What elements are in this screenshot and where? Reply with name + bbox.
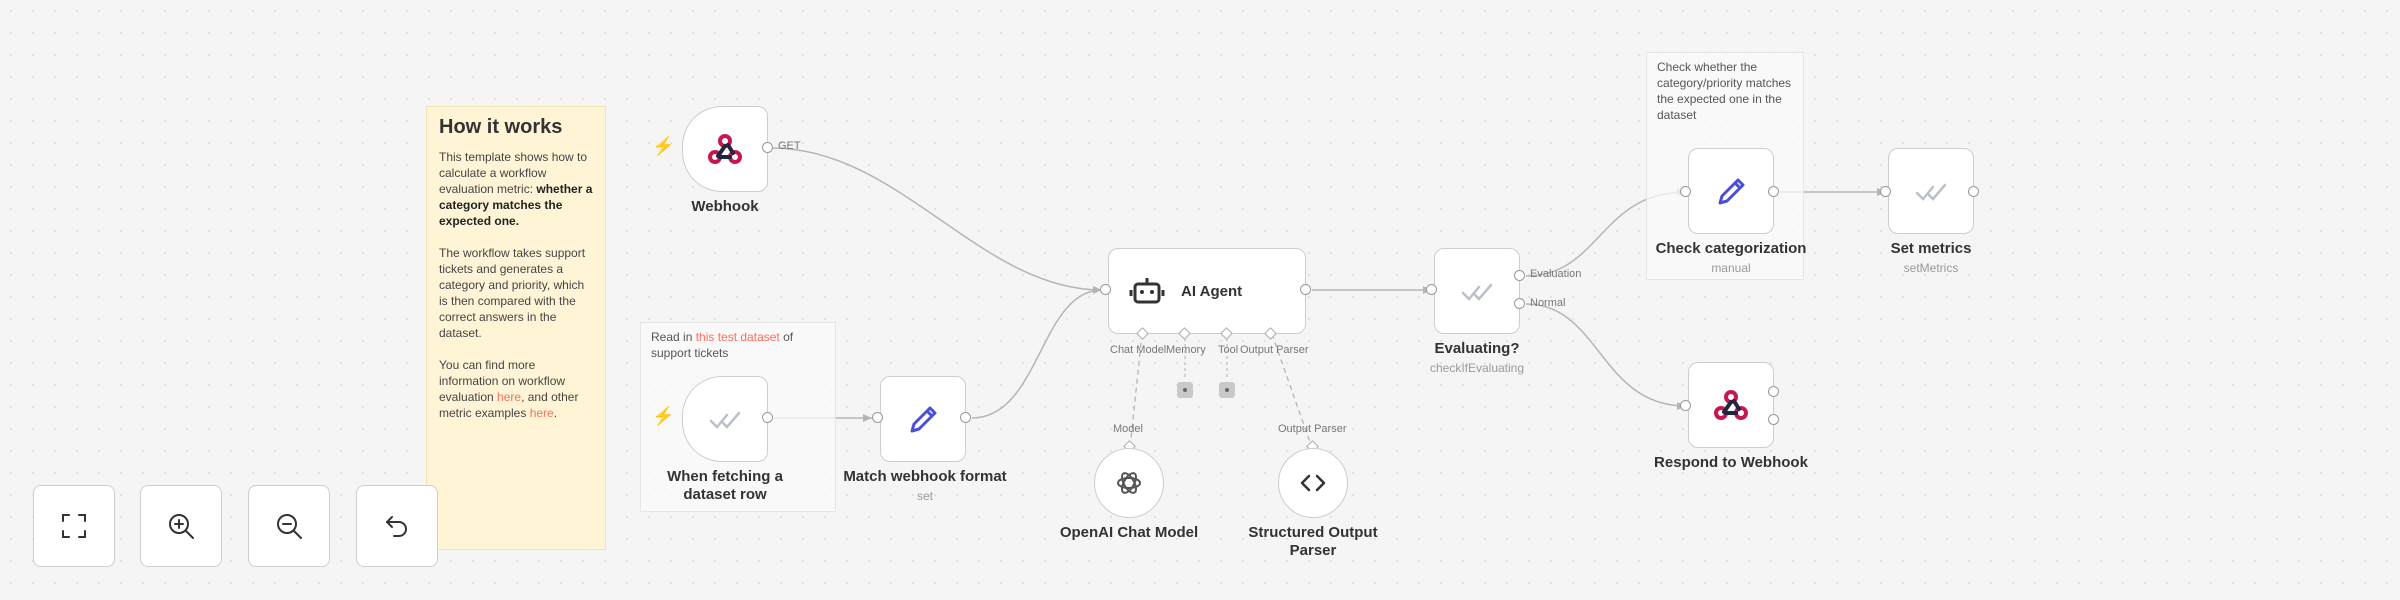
fit-view-button[interactable] (33, 485, 115, 567)
zoom-in-button[interactable] (140, 485, 222, 567)
reset-zoom-button[interactable] (356, 485, 438, 567)
match-input-port[interactable] (872, 412, 883, 423)
zoom-out-icon (277, 514, 302, 539)
fetch-dataset-node[interactable] (682, 376, 768, 462)
reset-zoom-icon (386, 516, 407, 537)
openai-port-label: Model (1113, 423, 1143, 435)
output-parser-port-label: Output Parser (1240, 344, 1309, 356)
add-memory-button[interactable] (1177, 382, 1193, 398)
metrics-sub: setMetrics (1903, 261, 1959, 275)
parser-port-label: Output Parser (1278, 423, 1347, 435)
code-brackets-icon (1300, 474, 1326, 492)
pencil-icon (910, 406, 937, 433)
chat-model-port-label: Chat Model (1110, 344, 1167, 356)
evaluating-label: Evaluating? (1434, 340, 1520, 357)
evaluating-sub: checkIfEvaluating (1429, 361, 1525, 375)
match-label: Match webhook format (843, 468, 1007, 485)
webhook-icon (708, 134, 742, 164)
metrics-input-port[interactable] (1880, 186, 1891, 197)
ai-agent-node[interactable]: AI Agent (1108, 248, 1306, 334)
note-title: How it works (439, 116, 563, 138)
fetch-output-port[interactable] (762, 412, 773, 423)
check-label: Check categorization (1655, 240, 1807, 257)
normal-output-label: Normal (1530, 297, 1566, 309)
note-paragraph-1: This template shows how to calculate a w… (439, 150, 593, 228)
edge-webhook-agent (771, 147, 1103, 291)
evaluation-output-port[interactable] (1514, 270, 1525, 281)
note-paragraph-3: You can find more information on workflo… (439, 358, 579, 420)
evaluation-check-icon (1915, 183, 1947, 201)
openai-label: OpenAI Chat Model (1059, 524, 1199, 541)
check-note[interactable]: Check whether the category/priority matc… (1646, 52, 1804, 280)
evaluation-check-icon (1461, 283, 1493, 301)
webhook-node[interactable] (682, 106, 768, 192)
fit-view-icon (62, 514, 86, 538)
zoom-in-icon (169, 514, 194, 539)
zoom-out-button[interactable] (248, 485, 330, 567)
dataset-note[interactable]: Read in this test dataset of support tic… (640, 322, 836, 512)
agent-output-port[interactable] (1300, 284, 1311, 295)
pencil-icon (1718, 178, 1745, 205)
check-sub: manual (1711, 261, 1751, 275)
parser-label: Structured Output Parser (1248, 524, 1378, 559)
openai-icon (1117, 472, 1141, 494)
tool-port-label: Tool (1218, 344, 1239, 356)
respond-label: Respond to Webhook (1654, 454, 1808, 471)
fetch-label: When fetching a dataset row (667, 468, 783, 503)
match-sub: set (916, 489, 933, 503)
webhook-icon (1714, 390, 1748, 420)
structured-parser-node[interactable] (1278, 448, 1348, 518)
match-webhook-node[interactable] (880, 376, 966, 462)
note-paragraph-2: The workflow takes support tickets and g… (439, 246, 586, 340)
ai-agent-label: AI Agent (1181, 282, 1243, 300)
evaluation-output-label: Evaluation (1530, 268, 1582, 280)
evaluation-check-icon (709, 411, 741, 429)
metrics-label: Set metrics (1890, 240, 1972, 257)
robot-icon (1129, 278, 1165, 304)
how-it-works-note[interactable]: How it works This template shows how to … (426, 106, 606, 550)
evaluation-docs-link[interactable]: here (497, 390, 522, 404)
evaluating-input-port[interactable] (1426, 284, 1437, 295)
trigger-bolt-icon: ⚡ (652, 406, 675, 426)
respond-output-port-1[interactable] (1768, 386, 1779, 397)
agent-input-port[interactable] (1100, 284, 1111, 295)
evaluating-node[interactable] (1434, 248, 1520, 334)
respond-input-port[interactable] (1680, 400, 1691, 411)
metric-examples-link[interactable]: here (529, 406, 554, 420)
edge-match-agent (971, 289, 1103, 419)
match-output-port[interactable] (960, 412, 971, 423)
add-tool-button[interactable] (1219, 382, 1235, 398)
webhook-label: Webhook (691, 198, 759, 215)
test-dataset-link[interactable]: this test dataset (695, 330, 780, 344)
trigger-bolt-icon: ⚡ (652, 136, 675, 156)
respond-webhook-node[interactable] (1688, 362, 1774, 448)
webhook-port-label: GET (778, 140, 801, 152)
sub-connector-lines (1184, 338, 1228, 380)
check-output-port[interactable] (1768, 186, 1779, 197)
respond-output-port-2[interactable] (1768, 414, 1779, 425)
metrics-output-port[interactable] (1968, 186, 1979, 197)
normal-output-port[interactable] (1514, 298, 1525, 309)
memory-port-label: Memory (1166, 344, 1206, 356)
openai-chat-model-node[interactable] (1094, 448, 1164, 518)
set-metrics-node[interactable] (1888, 148, 1974, 234)
check-input-port[interactable] (1680, 186, 1691, 197)
webhook-output-port[interactable] (762, 142, 773, 153)
check-categorization-node[interactable] (1688, 148, 1774, 234)
